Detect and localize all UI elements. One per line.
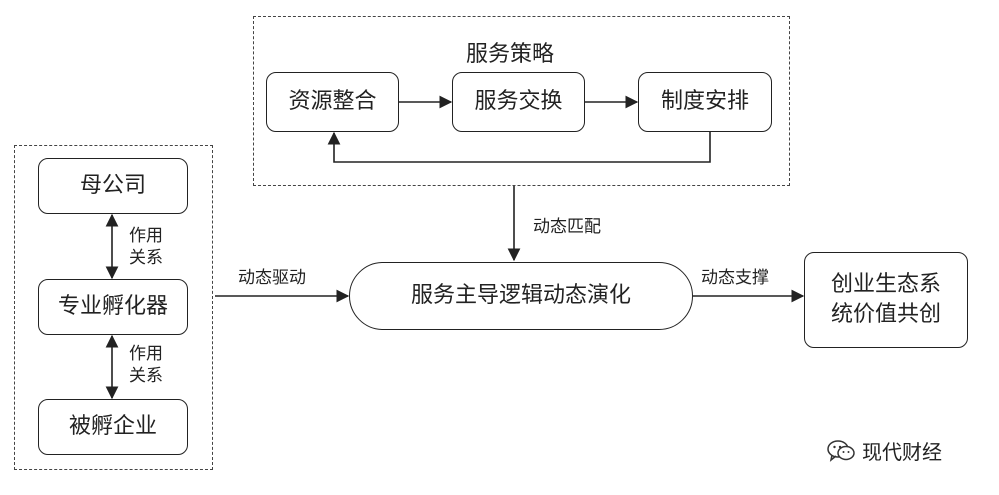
strategy-group <box>253 16 790 186</box>
relation-label-lower: 作用 关系 <box>129 343 169 387</box>
incubated-enterprise-box: 被孵企业 <box>38 399 188 455</box>
institutional-arrangement-box: 制度安排 <box>638 72 772 132</box>
resource-integration-box: 资源整合 <box>266 72 399 132</box>
relation-label-upper-line-1: 作用 <box>129 226 163 246</box>
value-cocreation-line-2: 统价值共创 <box>830 302 941 327</box>
edge-label-drive: 动态驱动 <box>238 268 306 288</box>
strategy-title: 服务策略 <box>466 42 555 67</box>
service-dominant-logic-oval: 服务主导逻辑动态演化 <box>349 262 693 330</box>
parent-company-box: 母公司 <box>38 158 188 214</box>
wechat-icon <box>827 439 855 462</box>
relation-label-lower-line-2: 关系 <box>129 366 163 387</box>
incubation-group <box>14 145 213 470</box>
value-cocreation-box: 创业生态系 统价值共创 <box>804 252 968 348</box>
edge-label-match: 动态匹配 <box>533 217 601 237</box>
relation-label-lower-line-1: 作用 <box>129 344 163 364</box>
arrow-feedback-loop <box>327 131 711 163</box>
service-exchange-box: 服务交换 <box>452 72 585 132</box>
watermark: 现代财经 <box>826 436 942 465</box>
incubator-box: 专业孵化器 <box>38 279 188 335</box>
relation-label-upper: 作用 关系 <box>129 225 169 269</box>
edge-label-support: 动态支撑 <box>701 268 769 288</box>
relation-label-upper-line-2: 关系 <box>129 248 163 269</box>
value-cocreation-line-1: 创业生态系 <box>830 272 941 298</box>
watermark-text: 现代财经 <box>862 440 942 464</box>
